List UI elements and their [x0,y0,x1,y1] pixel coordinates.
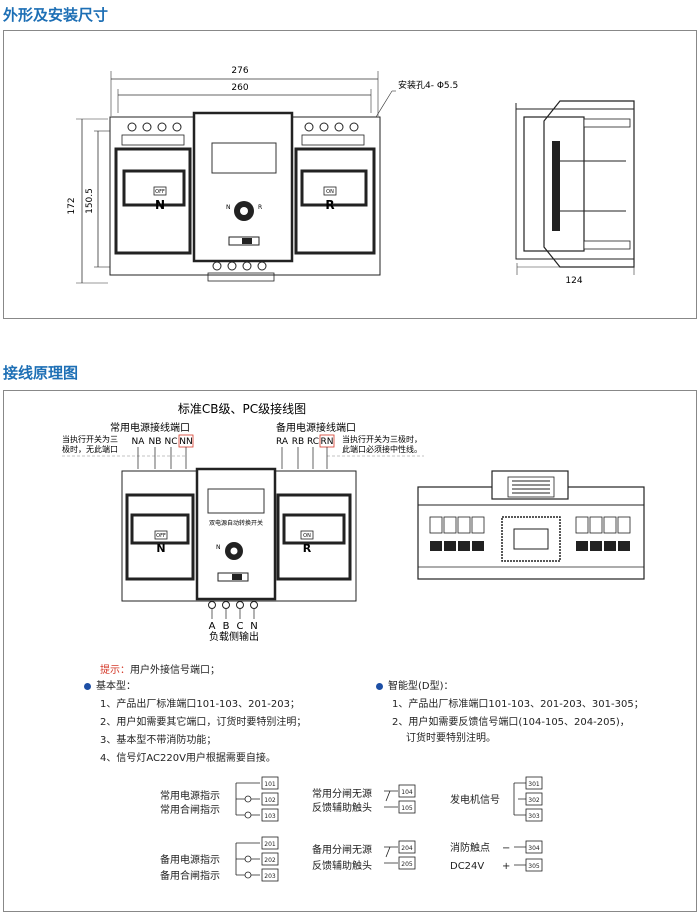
term-202: 202 [264,857,276,864]
n-label-2: N [156,542,165,555]
term-rc: RC [307,437,319,447]
term-201: 201 [264,841,276,848]
term-203: 203 [264,873,276,880]
r-label-2: R [303,542,312,555]
smart-item: 1、产品出厂标准端口101-103、201-203、301-305； [392,699,644,710]
dim-172: 172 [67,197,77,214]
g2-label-2: 反馈辅助触头 [312,801,372,814]
term-302: 302 [528,797,540,804]
off-badge-2: OFF [156,533,166,539]
dim-124: 124 [565,276,582,286]
hole-callout: 安装孔4- Φ5.5 [398,79,458,91]
load-term-a: A [209,621,216,632]
basic-title: 基本型： [84,677,136,692]
knob-n-1: N [226,204,231,211]
on-badge-2: ON [303,533,311,539]
g6-label-2: DC24V [450,861,484,872]
section-title-dimensions: 外形及安装尺寸 [3,6,109,24]
g6-label-1: 消防触点 [450,841,490,854]
off-badge-1: OFF [155,189,165,195]
term-204: 204 [401,845,413,852]
dim-150: 150.5 [85,188,95,214]
g5-label-1: 备用分闸无源 [312,843,372,856]
g5-label-2: 反馈辅助触头 [312,859,372,872]
term-rn: RN [321,437,334,447]
load-term-c: C [237,621,244,632]
term-104: 104 [401,789,413,796]
r-label-1: R [325,198,334,212]
term-na: NA [132,437,146,447]
basic-item: 4、信号灯AC220V用户根据需要自接。 [100,753,276,764]
g3-label-1: 发电机信号 [450,793,500,806]
on-badge-1: ON [326,189,334,195]
smart-title: 智能型(D型)： [376,677,454,692]
bullet-icon [84,682,91,690]
g6-sign-plus: + [502,861,510,872]
dim-276: 276 [231,66,248,76]
term-305: 305 [528,863,540,870]
g6-sign-minus: − [502,843,510,854]
smart-item: 订货时要特别注明。 [406,733,496,744]
term-303: 303 [528,813,540,820]
center-label: 双电源自动转换开关 [209,519,263,527]
dimension-drawing: 276 260 172 150.5 安装孔4- Φ5.5 OFF ON N R … [67,66,635,286]
wiring-drawing: 标准CB级、PC级接线图 常用电源接线端口 备用电源接线端口 NA NB NC … [62,401,645,641]
term-103: 103 [264,813,276,820]
terminal-diagrams: 常用电源指示 常用合闸指示 101 102 103 常用分闸无源 反馈辅助触头 … [160,776,543,882]
g1-label-2: 常用合闸指示 [160,803,220,816]
dimensions-frame: 276 260 172 150.5 安装孔4- Φ5.5 OFF ON N R … [3,30,697,319]
smart-item: 2、用户如需要反馈信号端口(104-105、204-205)， [392,717,630,728]
load-term-n: N [250,621,257,632]
dim-260: 260 [231,83,248,93]
term-nb: NB [149,437,162,447]
section-title-wiring: 接线原理图 [3,364,79,382]
backup-port-label: 备用电源接线端口 [276,421,356,434]
main-port-label: 常用电源接线端口 [110,421,190,434]
g4-label-1: 备用电源指示 [160,853,220,866]
g2-label-1: 常用分闸无源 [312,787,372,800]
knob-n-2: N [216,544,221,551]
tip-label: 提示： [100,665,130,676]
term-102: 102 [264,797,276,804]
n-label-1: N [155,198,165,212]
term-105: 105 [401,805,413,812]
tip: 提示：用户外接信号端口； [100,661,220,676]
g4-label-2: 备用合闸指示 [160,869,220,882]
note-right-2: 此端口必须接中性线。 [342,444,422,454]
tip-text: 用户外接信号端口； [130,665,220,676]
note-right-1: 当执行开关为三极时， [342,434,422,444]
wiring-title: 标准CB级、PC级接线图 [178,401,306,416]
load-term-b: B [223,621,230,632]
basic-item: 2、用户如需要其它端口，订货时要特别注明； [100,717,307,728]
wiring-frame: 标准CB级、PC级接线图 常用电源接线端口 备用电源接线端口 NA NB NC … [3,390,697,912]
term-nc: NC [164,437,177,447]
term-301: 301 [528,781,540,788]
term-ra: RA [276,437,289,447]
g1-label-1: 常用电源指示 [160,789,220,802]
term-101: 101 [264,781,276,788]
bullet-icon [376,682,383,690]
basic-item: 1、产品出厂标准端口101-103、201-203； [100,699,300,710]
knob-r-1: R [258,204,262,211]
smart-type-drawing [417,470,645,580]
note-left-2: 极时，无此端口 [62,444,118,454]
term-nn: NN [179,437,192,447]
basic-item: 3、基本型不带消防功能； [100,735,217,746]
term-rb: RB [292,437,304,447]
term-205: 205 [401,861,413,868]
load-label: 负载侧输出 [209,630,259,641]
term-304: 304 [528,845,540,852]
note-left-1: 当执行开关为三 [62,434,118,444]
